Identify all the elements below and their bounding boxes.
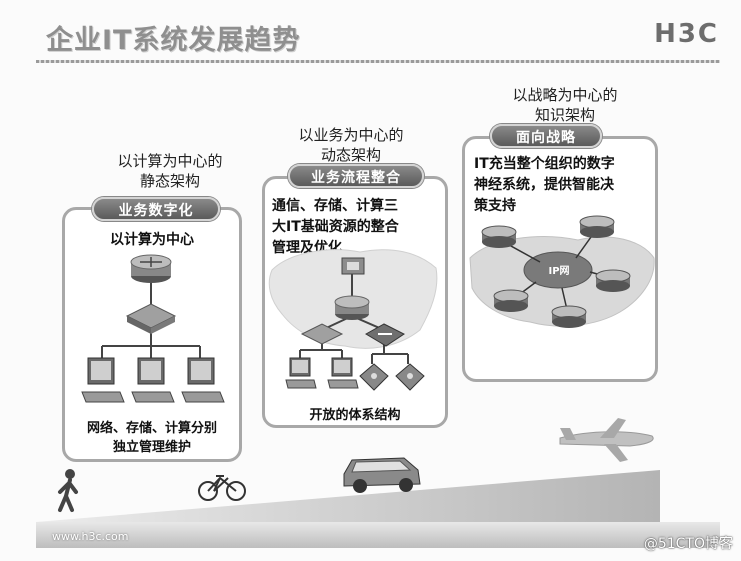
header-divider [36, 60, 720, 63]
computer-icon [131, 357, 175, 403]
stage-2-foot: 开放的体系结构 [309, 408, 401, 423]
stage-1-caption-line-2: 静态架构 [139, 172, 200, 190]
phone-icon [359, 363, 389, 391]
phone-icon [395, 363, 425, 391]
stage-1-foot: 网络、存储、计算分别 独立管理维护 [62, 419, 242, 457]
router-icon [493, 289, 529, 312]
bicycle-icon [198, 475, 246, 501]
stage-3-caption-line-2: 知识架构 [534, 106, 595, 124]
switch-icon [125, 303, 177, 334]
stage-3-heading-line-1: IT充当整个组织的数字 [474, 156, 615, 172]
switch-icon [365, 323, 405, 347]
slide-header: 企业IT系统发展趋势 H3C [0, 0, 741, 63]
van-icon [343, 457, 421, 493]
router-icon [579, 215, 615, 238]
router-icon [481, 225, 517, 248]
stage-1-foot-line-1: 网络、存储、计算分别 [86, 421, 217, 436]
stage-2-heading-line-2: 大IT基础资源的整合 [272, 219, 399, 235]
computer-icon [181, 357, 225, 403]
router-icon [595, 269, 631, 292]
stage-3-heading: IT充当整个组织的数字 神经系统，提供智能决 策支持 [474, 154, 656, 217]
stage-2-caption-line-1: 以业务为中心的 [298, 126, 404, 144]
stage-1-caption: 以计算为中心的 静态架构 [70, 151, 270, 191]
stage-2-heading-line-1: 通信、存储、计算三 [272, 198, 398, 214]
computer-icon [285, 357, 317, 389]
stage-1-foot-line-2: 独立管理维护 [112, 440, 191, 455]
firewall-icon [341, 257, 365, 275]
footer-bar [36, 522, 720, 548]
stage-2-tab: 业务流程整合 [288, 164, 424, 188]
walking-person-icon [58, 469, 78, 512]
stage-1-tab: 业务数字化 [92, 197, 220, 221]
h3c-logo: H3C [654, 19, 719, 49]
stage-3-caption: 以战略为中心的 知识架构 [470, 85, 660, 125]
router-icon [130, 254, 172, 283]
ip-network-label: IP网 [548, 266, 570, 277]
stage-3-heading-line-3: 策支持 [474, 198, 516, 214]
ip-network-cloud [523, 251, 593, 289]
stage-1-heading: 以计算为中心 [110, 232, 194, 248]
switch-icon [300, 323, 344, 345]
computer-icon [81, 357, 125, 403]
stage-1-caption-line-1: 以计算为中心的 [117, 152, 223, 170]
stage-2-caption-line-2: 动态架构 [320, 146, 381, 164]
stage-3-caption-line-1: 以战略为中心的 [512, 86, 618, 104]
footer-url: www.h3c.com [52, 530, 129, 543]
airplane-icon [559, 418, 654, 462]
stage-3-tab: 面向战略 [490, 124, 602, 148]
stage-3-heading-line-2: 神经系统，提供智能决 [474, 177, 614, 193]
router-icon [551, 305, 587, 328]
slide-title: 企业IT系统发展趋势 [46, 25, 301, 56]
computer-icon [327, 357, 359, 389]
stage-2-caption: 以业务为中心的 动态架构 [256, 125, 446, 165]
router-icon [334, 295, 370, 320]
watermark: @51CTO博客 [643, 536, 733, 552]
